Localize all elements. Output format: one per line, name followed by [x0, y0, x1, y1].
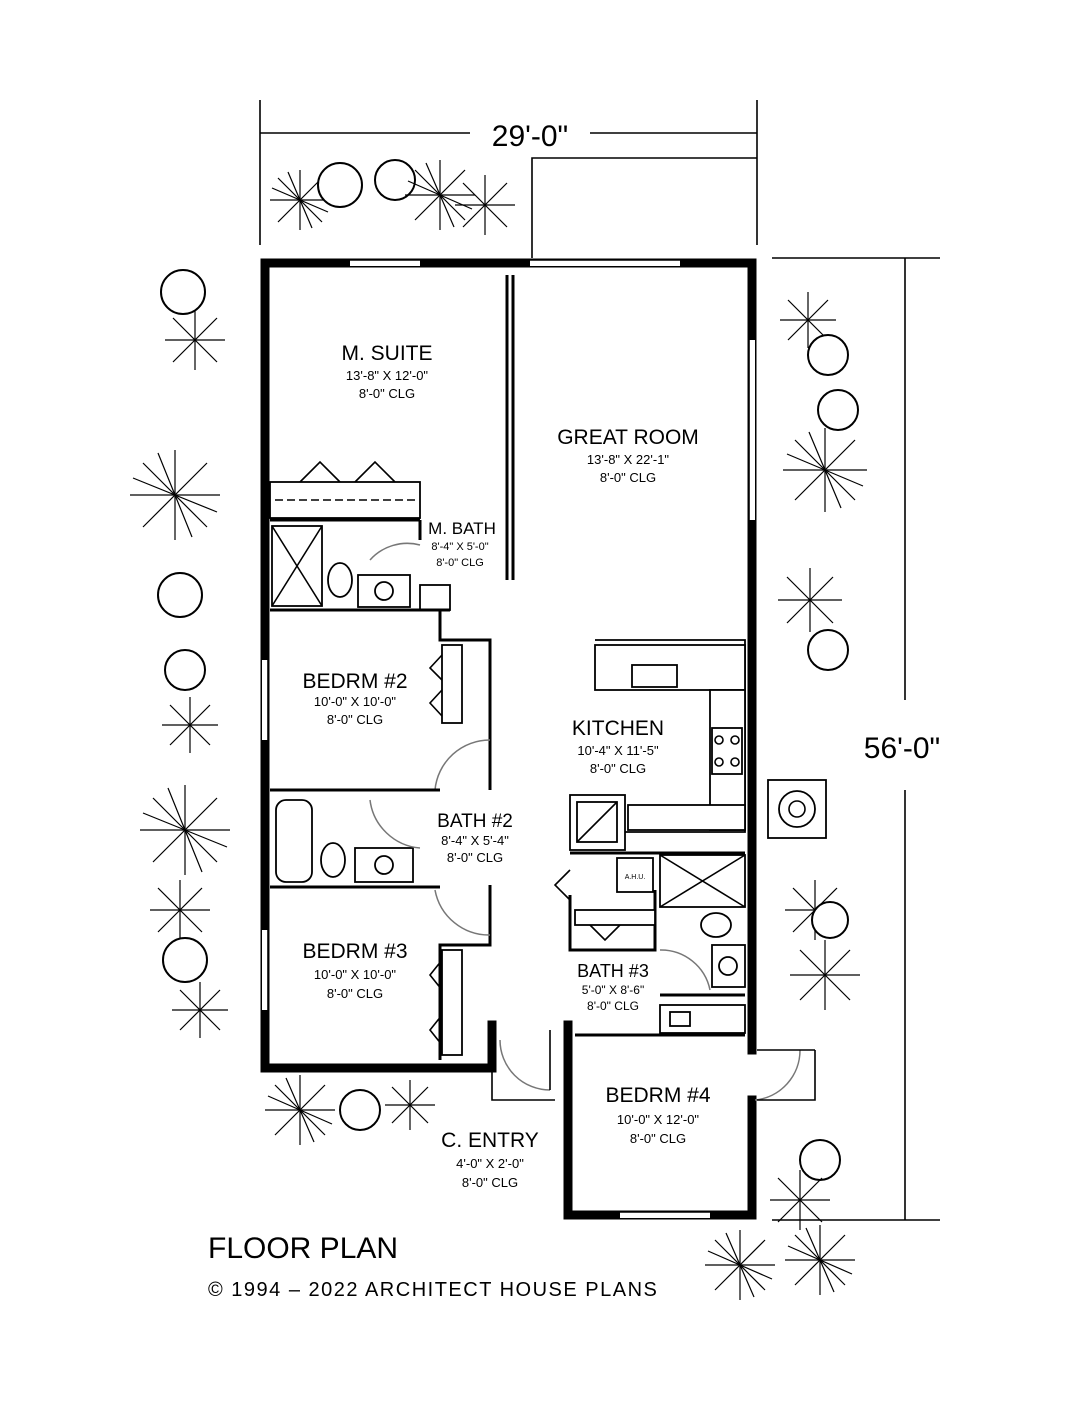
room-ceiling: 8'-0" CLG: [587, 999, 639, 1013]
room-name: C. ENTRY: [441, 1129, 539, 1152]
room-bedrm-2: BEDRM #2 10'-0" X 10'-0" 8'-0" CLG: [302, 670, 407, 727]
room-size: 10'-4" X 11'-5": [577, 743, 659, 758]
plant-icon: [455, 175, 515, 235]
plant-icon: [385, 1080, 435, 1130]
shrub-icon: [160, 269, 206, 315]
shrub-icon: [374, 159, 416, 201]
plant-icon: [150, 880, 210, 940]
room-size: 8'-4" X 5'-4": [441, 833, 509, 848]
plant-icon: [265, 1075, 335, 1145]
room-size: 10'-0" X 10'-0": [314, 694, 397, 709]
room-size: 13'-8" X 12'-0": [346, 368, 429, 383]
room-ceiling: 8'-0" CLG: [447, 850, 503, 865]
room-bath-2: BATH #2 8'-4" X 5'-4" 8'-0" CLG: [437, 811, 513, 865]
room-name: BEDRM #2: [302, 670, 407, 693]
plant-icon: [172, 982, 228, 1038]
shrub-icon: [817, 389, 859, 431]
plant-icon: [780, 292, 836, 348]
plant-icon: [783, 428, 867, 512]
room-size: 4'-0" X 2'-0": [456, 1156, 524, 1171]
room-size: 10'-0" X 12'-0": [617, 1112, 700, 1127]
plant-icon: [705, 1230, 775, 1300]
room-ceiling: 8'-0" CLG: [600, 470, 656, 485]
room-name: M. BATH: [428, 519, 496, 538]
plant-icon: [130, 450, 220, 540]
room-ceiling: 8'-0" CLG: [590, 761, 646, 776]
exterior-walls: [260, 258, 757, 1220]
copyright-notice: © 1994 – 2022 ARCHITECT HOUSE PLANS: [208, 1279, 658, 1301]
depth-dimension-label: 56'-0": [864, 732, 940, 765]
plant-icon: [270, 170, 330, 230]
room-name: BATH #3: [577, 961, 649, 981]
plant-icon: [140, 785, 230, 875]
room-name: BEDRM #4: [605, 1084, 710, 1107]
room-ceiling: 8'-0" CLG: [359, 386, 415, 401]
room-size: 13'-8" X 22'-1": [587, 452, 670, 467]
shrub-icon: [164, 649, 206, 691]
room-size: 8'-4" X 5'-0": [431, 541, 488, 553]
shrub-icon: [799, 1139, 841, 1181]
room-bedrm-3: BEDRM #3 10'-0" X 10'-0" 8'-0" CLG: [302, 940, 407, 1001]
shrub-icon: [157, 572, 203, 618]
ahu-label: A.H.U.: [625, 874, 646, 881]
shrub-icon: [811, 901, 849, 939]
landscaping: [130, 159, 867, 1300]
room-c-entry: C. ENTRY 4'-0" X 2'-0" 8'-0" CLG: [441, 1129, 539, 1190]
room-ceiling: 8'-0" CLG: [327, 986, 383, 1001]
room-size: 10'-0" X 10'-0": [314, 967, 397, 982]
room-bath-3: BATH #3 5'-0" X 8'-6" 8'-0" CLG: [577, 961, 649, 1013]
plant-icon: [785, 1225, 855, 1295]
plant-icon: [778, 568, 842, 632]
plan-title: FLOOR PLAN: [208, 1232, 398, 1265]
shrub-icon: [317, 162, 363, 208]
shrub-icon: [807, 334, 849, 376]
room-name: M. SUITE: [341, 342, 432, 365]
plant-icon: [162, 697, 218, 753]
plant-icon: [770, 1170, 830, 1230]
room-ceiling: 8'-0" CLG: [462, 1175, 518, 1190]
room-name: BEDRM #3: [302, 940, 407, 963]
room-name: BATH #2: [437, 811, 513, 832]
room-kitchen: KITCHEN 10'-4" X 11'-5" 8'-0" CLG: [572, 717, 664, 776]
room-ceiling: 8'-0" CLG: [436, 557, 484, 569]
shrub-icon: [162, 937, 208, 983]
width-dimension-label: 29'-0": [492, 120, 568, 153]
room-m-suite: M. SUITE 13'-8" X 12'-0" 8'-0" CLG: [341, 342, 432, 401]
room-ceiling: 8'-0" CLG: [630, 1131, 686, 1146]
room-ceiling: 8'-0" CLG: [327, 712, 383, 727]
shrub-icon: [339, 1089, 381, 1131]
room-m-bath: M. BATH 8'-4" X 5'-0" 8'-0" CLG: [428, 519, 496, 569]
interior-walls: A.H.U.: [269, 275, 827, 1101]
room-bedrm-4: BEDRM #4 10'-0" X 12'-0" 8'-0" CLG: [605, 1084, 710, 1146]
width-dimension: 29'-0": [259, 100, 758, 258]
shrub-icon: [807, 629, 849, 671]
room-great-room: GREAT ROOM 13'-8" X 22'-1" 8'-0" CLG: [557, 426, 699, 485]
room-size: 5'-0" X 8'-6": [582, 983, 644, 997]
plant-icon: [405, 160, 475, 230]
plant-icon: [165, 310, 225, 370]
room-name: GREAT ROOM: [557, 426, 699, 449]
plant-icon: [790, 940, 860, 1010]
room-name: KITCHEN: [572, 717, 664, 740]
depth-dimension: 56'-0": [772, 257, 940, 1221]
